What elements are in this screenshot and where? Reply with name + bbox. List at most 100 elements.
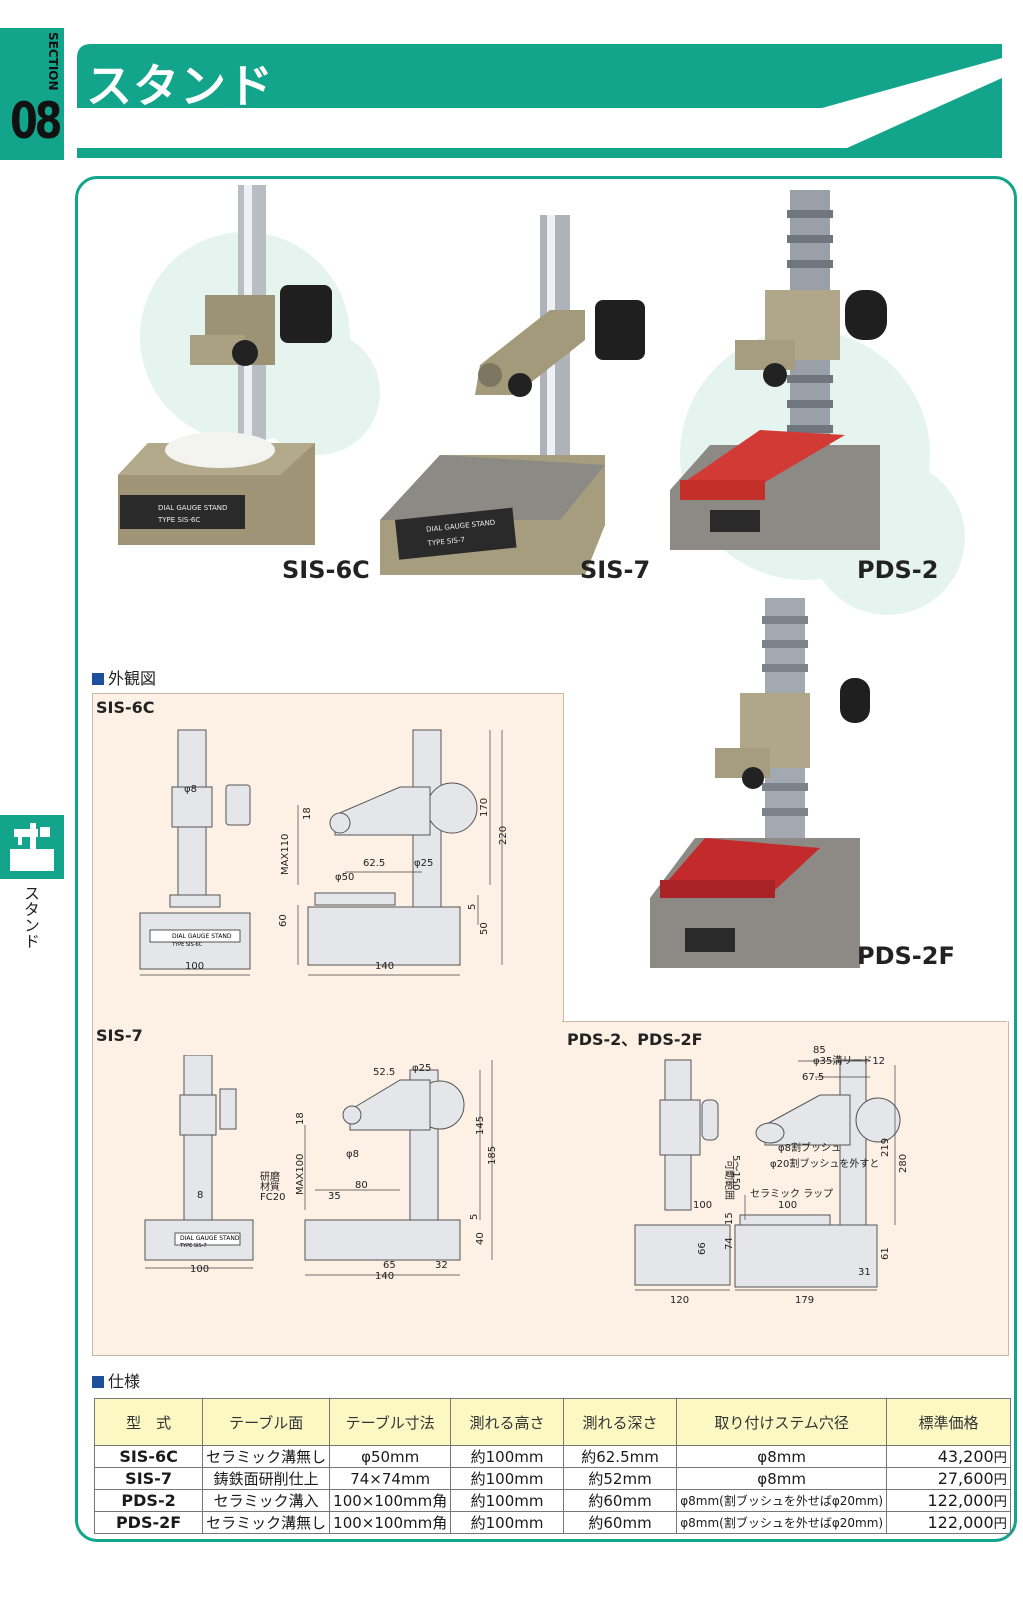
- svg-text:52.5: 52.5: [373, 1067, 395, 1078]
- table-row: PDS-2F セラミック溝無し 100×100mm角 約100mm 約60mm …: [93, 1511, 1011, 1534]
- cell-height: 約100mm: [450, 1489, 564, 1512]
- section-tab: [0, 28, 64, 160]
- svg-text:65: 65: [383, 1260, 396, 1271]
- svg-text:φ8割ブッシュ: φ8割ブッシュ: [778, 1141, 841, 1154]
- svg-text:170: 170: [479, 798, 490, 817]
- table-row: SIS-6C セラミック溝無し φ50mm 約100mm 約62.5mm φ8m…: [93, 1445, 1011, 1468]
- spec-heading: 仕様: [92, 1368, 140, 1392]
- svg-text:80: 80: [355, 1180, 368, 1191]
- cell-depth: 約62.5mm: [562, 1445, 678, 1468]
- cell-model: SIS-7: [93, 1467, 204, 1490]
- cell-depth: 約52mm: [562, 1467, 678, 1490]
- table-row: PDS-2 セラミック溝入 100×100mm角 約100mm 約60mm φ8…: [93, 1489, 1011, 1512]
- svg-text:15: 15: [724, 1212, 735, 1225]
- cell-stem: φ8mm: [676, 1445, 888, 1468]
- svg-text:140: 140: [375, 1271, 394, 1282]
- cell-height: 約100mm: [450, 1445, 564, 1468]
- svg-text:TYPE SIS-7: TYPE SIS-7: [426, 536, 465, 548]
- svg-text:φ20割ブッシュを外すと: φ20割ブッシュを外すと: [770, 1157, 879, 1170]
- svg-text:セラミック ラップ: セラミック ラップ: [750, 1188, 833, 1200]
- svg-text:120: 120: [670, 1295, 689, 1306]
- svg-text:35: 35: [328, 1191, 341, 1202]
- model-label: PDS-2F: [857, 942, 955, 970]
- svg-text:MAX100: MAX100: [295, 1154, 306, 1195]
- svg-text:TYPE SIS-7: TYPE SIS-7: [179, 1243, 207, 1249]
- svg-text:φ8: φ8: [346, 1149, 359, 1160]
- column-header: 型 式: [93, 1398, 204, 1446]
- svg-text:179: 179: [795, 1295, 814, 1306]
- svg-text:TYPE SIS-6C: TYPE SIS-6C: [171, 942, 203, 948]
- svg-text:SECTION: SECTION: [46, 32, 60, 91]
- section-number: 08: [10, 92, 62, 150]
- svg-text:φ50: φ50: [335, 872, 354, 883]
- cell-model: PDS-2F: [93, 1511, 204, 1534]
- svg-text:40: 40: [475, 1232, 486, 1245]
- svg-text:145: 145: [475, 1116, 486, 1135]
- title-band: [77, 44, 1002, 158]
- heading-square-icon: [92, 1376, 104, 1388]
- svg-text:5: 5: [467, 904, 478, 910]
- product-photo-sis7: DIAL GAUGE STAND TYPE SIS-7: [380, 215, 645, 575]
- column-header: テーブル面: [202, 1398, 331, 1446]
- panel-divider: [562, 1021, 1007, 1022]
- svg-text:18: 18: [302, 807, 313, 820]
- column-header: 標準価格: [886, 1398, 1011, 1446]
- model-label: SIS-6C: [282, 556, 370, 584]
- svg-text:DIAL GAUGE STAND: DIAL GAUGE STAND: [180, 1235, 240, 1242]
- svg-text:280: 280: [898, 1154, 909, 1173]
- cell-size: 100×100mm角: [329, 1489, 452, 1512]
- stand-icon: [10, 823, 54, 871]
- svg-text:5: 5: [469, 1214, 480, 1220]
- svg-text:66: 66: [697, 1242, 708, 1255]
- svg-text:FC20: FC20: [260, 1192, 285, 1203]
- cell-surface: セラミック溝無し: [202, 1445, 331, 1468]
- svg-text:TYPE SIS-6C: TYPE SIS-6C: [157, 516, 200, 524]
- cell-surface: セラミック溝入: [202, 1489, 331, 1512]
- cell-price: 122,000円: [886, 1489, 1011, 1512]
- svg-text:50: 50: [479, 922, 490, 935]
- svg-text:67.5: 67.5: [802, 1072, 824, 1083]
- cell-price: 27,600円: [886, 1467, 1011, 1490]
- model-label: PDS-2: [857, 556, 939, 584]
- svg-text:100: 100: [693, 1200, 712, 1211]
- svg-text:85: 85: [813, 1045, 826, 1056]
- heading-square-icon: [92, 673, 104, 685]
- cell-size: 74×74mm: [329, 1467, 452, 1490]
- svg-text:60: 60: [278, 914, 289, 927]
- decor-circle: [255, 330, 380, 455]
- side-tab[interactable]: [0, 815, 64, 879]
- cell-surface: セラミック溝無し: [202, 1511, 331, 1534]
- svg-text:31: 31: [858, 1267, 871, 1278]
- svg-text:MAX110: MAX110: [280, 834, 291, 875]
- svg-text:φ25: φ25: [414, 858, 433, 869]
- spec-table: 型 式 テーブル面 テーブル寸法 測れる高さ 測れる深さ 取り付けステム穴径 標…: [93, 1398, 1011, 1534]
- table-row: SIS-7 鋳鉄面研削仕上 74×74mm 約100mm 約52mm φ8mm …: [93, 1467, 1011, 1490]
- svg-text:100: 100: [190, 1264, 209, 1275]
- drawing-title-sis7: SIS-7: [96, 1026, 143, 1045]
- model-label: SIS-7: [580, 556, 651, 584]
- drawing-sis6c: DIAL GAUGE STAND TYPE SIS-6C φ8 100 140 …: [139, 729, 509, 976]
- cell-model: SIS-6C: [93, 1445, 204, 1468]
- svg-text:φ25: φ25: [412, 1063, 431, 1074]
- svg-text:可動範囲: 可動範囲: [723, 1160, 736, 1200]
- svg-text:DIAL GAUGE STAND: DIAL GAUGE STAND: [158, 504, 227, 512]
- cell-height: 約100mm: [450, 1467, 564, 1490]
- svg-text:61: 61: [880, 1247, 891, 1260]
- svg-text:32: 32: [435, 1260, 448, 1271]
- drawing-title-pds: PDS-2、PDS-2F: [567, 1030, 703, 1049]
- svg-text:100: 100: [778, 1200, 797, 1211]
- svg-text:DIAL GAUGE STAND: DIAL GAUGE STAND: [172, 933, 232, 940]
- cell-stem: φ8mm: [676, 1467, 888, 1490]
- svg-text:5～150: 5～150: [730, 1155, 741, 1190]
- section-word: SECTION: [46, 32, 60, 91]
- side-tab-label: スタンド: [21, 885, 40, 949]
- cell-depth: 約60mm: [562, 1511, 678, 1534]
- drawing-title-sis6c: SIS-6C: [96, 698, 155, 717]
- outline-heading: 外観図: [92, 665, 156, 689]
- svg-text:研磨: 研磨: [260, 1171, 280, 1183]
- cell-price: 122,000円: [886, 1511, 1011, 1534]
- cell-depth: 約60mm: [562, 1489, 678, 1512]
- product-photo-sis6c: DIAL GAUGE STAND TYPE SIS-6C: [118, 185, 332, 545]
- svg-text:φ8: φ8: [184, 784, 197, 795]
- drawing-pds: 85 φ35溝リード12 67.5 5～150 φ8割ブッシュ φ20割ブッシュ…: [634, 1045, 909, 1306]
